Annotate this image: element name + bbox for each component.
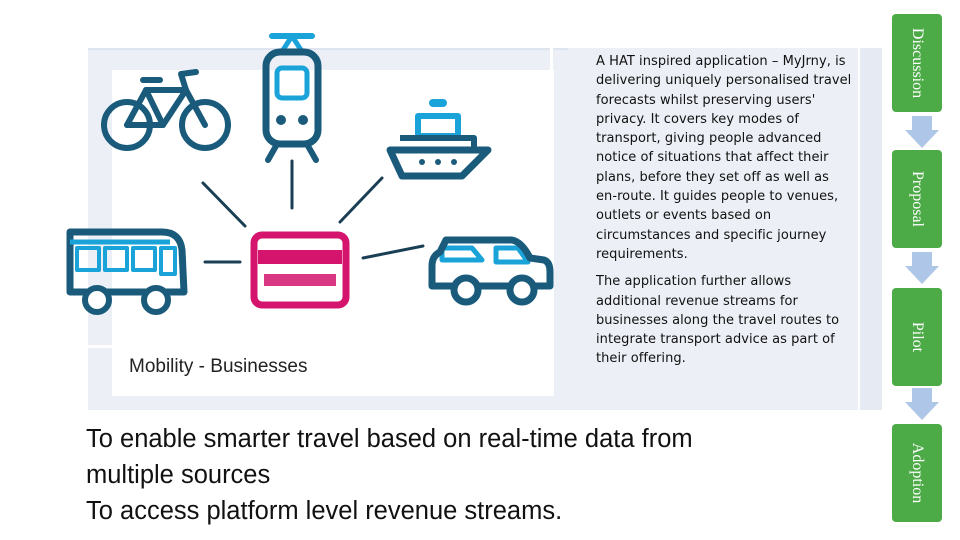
description-paragraph-2: The application further allows additiona… (596, 274, 840, 367)
objective-line-1: To enable smarter travel based on real-t… (86, 425, 693, 453)
panel-side-strip (858, 48, 882, 410)
arrow-down-icon (905, 116, 939, 148)
connector-boat (338, 176, 384, 224)
step-label: Proposal (909, 171, 926, 227)
step-label: Pilot (909, 321, 926, 353)
step-discussion: Discussion (892, 14, 942, 112)
boat-icon (386, 99, 492, 180)
objective-line-3: To access platform level revenue streams… (86, 497, 563, 525)
connector-bike (201, 181, 247, 228)
car-icon (428, 236, 554, 306)
step-pilot: Pilot (892, 288, 942, 386)
illustration-caption: Mobility - Businesses (129, 356, 308, 377)
panel-divider (550, 48, 553, 74)
bus-icon (66, 228, 188, 315)
mobility-illustration (66, 33, 554, 315)
payment-card-icon (250, 231, 350, 309)
tram-icon (262, 33, 322, 163)
description-text: A HAT inspired application – MyJrny, is … (596, 52, 854, 377)
step-adoption: Adoption (892, 424, 942, 522)
objective-line-2: multiple sources (86, 461, 271, 489)
description-paragraph-1: A HAT inspired application – MyJrny, is … (596, 54, 852, 262)
connector-car (361, 244, 425, 260)
bicycle-icon (101, 69, 231, 151)
step-proposal: Proposal (892, 150, 942, 248)
panel-top-rule (88, 48, 568, 50)
step-label: Adoption (909, 442, 926, 504)
panel-divider (88, 345, 118, 348)
connector-lines (201, 159, 425, 264)
step-label: Discussion (909, 27, 926, 99)
arrow-down-icon (905, 252, 939, 284)
arrow-down-icon (905, 388, 939, 420)
objectives: To enable smarter travel based on real-t… (86, 421, 876, 529)
